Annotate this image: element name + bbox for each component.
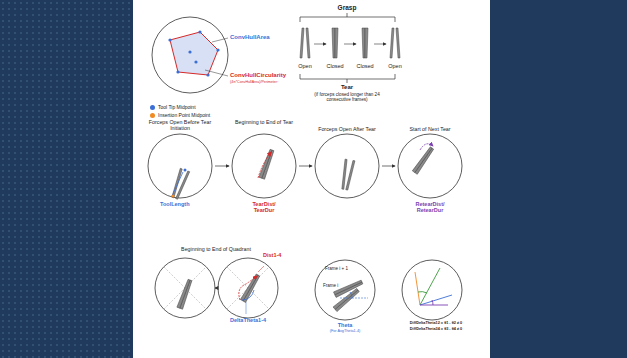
figure-label: Open	[388, 63, 401, 69]
figure-label: Grasp	[338, 4, 357, 11]
figure-label: DiffDeltaTheta12 = θ1 - θ2 ≠ 0	[410, 321, 462, 325]
legend-text: Tool Tip Midpoint	[158, 104, 196, 110]
legend-entry: Tool Tip Midpoint	[150, 104, 210, 110]
legend-entry: Insertion Point Midpoint	[150, 112, 210, 118]
legend-swatch	[150, 105, 155, 110]
figure-label: Frame i + 1	[325, 266, 348, 271]
figure-label: Tear	[341, 84, 353, 91]
figure-label: (For AvgTheta1-4)	[330, 329, 361, 333]
figure-label: Dist1-4	[263, 252, 281, 258]
figure-label: (4π*ConvHullArea)/Perimeter²	[230, 80, 278, 84]
figure-label: Frame i	[323, 283, 338, 288]
figure-label: DiffDeltaTheta34 = θ3 - θ4 ≠ 0	[410, 327, 462, 331]
legend-text: Insertion Point Midpoint	[158, 112, 210, 118]
figure-label: Beginning to End of Quadrant	[181, 246, 251, 252]
figure-label: (if forceps closed longer than 24 consec…	[307, 92, 387, 103]
figure-label: Open	[298, 63, 311, 69]
figure-label: DeltaTheta1-4	[230, 317, 266, 323]
figure-label: Theta	[338, 322, 353, 328]
legend: Tool Tip MidpointInsertion Point Midpoin…	[150, 104, 210, 120]
figure-label: ToolLength	[160, 201, 190, 207]
legend-swatch	[150, 113, 155, 118]
figure-label: ConvHullCircularity	[230, 72, 286, 79]
figure-label: Beginning to End of Tear	[229, 119, 299, 125]
figure-label: TearDist/ TearDur	[244, 201, 284, 214]
figure-label: Closed	[326, 63, 343, 69]
figure-label: ConvHullArea	[230, 34, 270, 41]
figure-label: RetearDist/ RetearDur	[407, 201, 453, 214]
figure-label: Forceps Open After Tear	[312, 126, 382, 132]
figure-label: Closed	[356, 63, 373, 69]
figure-label: Start of Next Tear	[395, 126, 465, 132]
figure-label: Forceps Open Before Tear Initiation	[148, 119, 212, 131]
